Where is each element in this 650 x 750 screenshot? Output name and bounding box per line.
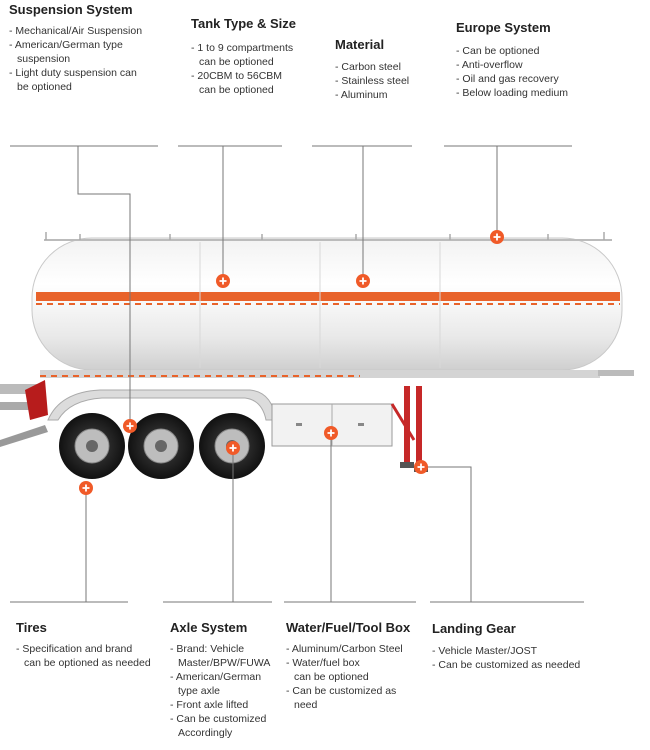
callout-markers <box>79 230 504 495</box>
marker-axle-icon <box>226 441 240 455</box>
callout-line: need <box>294 699 318 711</box>
landing-gear <box>390 386 428 472</box>
callout-line: can be optioned <box>294 671 369 683</box>
callout-line: - Below loading medium <box>456 87 569 99</box>
callout-title: Material <box>335 37 385 52</box>
leader-landing <box>421 466 472 602</box>
callout-line: - American/German type <box>9 39 123 51</box>
wheel-1 <box>59 413 125 479</box>
callout-line: Accordingly <box>178 727 233 739</box>
callout-title: Europe System <box>456 20 551 35</box>
callout-line: - 20CBM to 56CBM <box>191 70 283 82</box>
callout-tires: Tires - Specification and brand can be o… <box>16 620 151 670</box>
callout-line: - Vehicle Master/JOST <box>432 645 538 657</box>
callout-title: Water/Fuel/Tool Box <box>286 620 411 635</box>
marker-material-icon <box>356 274 370 288</box>
callout-toolbox: Water/Fuel/Tool Box - Aluminum/Carbon St… <box>286 620 410 712</box>
callout-tank: Tank Type & Size - 1 to 9 compartments c… <box>191 16 296 97</box>
callout-axle: Axle System - Brand: Vehicle Master/BPW/… <box>170 620 270 740</box>
callout-title: Tank Type & Size <box>191 16 296 31</box>
marker-landing-icon <box>414 460 428 474</box>
callout-line: - Oil and gas recovery <box>456 73 559 85</box>
callout-line: can be optioned <box>199 56 274 68</box>
callout-line: - Brand: Vehicle <box>170 643 245 655</box>
trailer-hitch <box>0 380 48 447</box>
callout-line: - Can be customized <box>170 713 267 725</box>
callout-line: - Can be optioned <box>456 45 540 57</box>
callout-line: - Can be customized as <box>286 685 397 697</box>
callout-line: - Aluminum/Carbon Steel <box>286 643 403 655</box>
callout-europe: Europe System - Can be optioned - Anti-o… <box>456 20 568 100</box>
callout-landing: Landing Gear - Vehicle Master/JOST - Can… <box>432 621 580 672</box>
callout-line: - American/German <box>170 671 262 683</box>
callout-line: - 1 to 9 compartments <box>191 42 294 54</box>
marker-tires-icon <box>79 481 93 495</box>
marker-europe-icon <box>490 230 504 244</box>
callout-title: Tires <box>16 620 47 635</box>
callout-line: type axle <box>178 685 221 697</box>
callout-line: - Front axle lifted <box>170 699 249 711</box>
chassis <box>40 370 634 421</box>
callout-line: - Mechanical/Air Suspension <box>9 25 143 37</box>
leader-lines <box>77 146 498 602</box>
callout-line: be optioned <box>17 81 72 93</box>
callout-line: can be optioned as needed <box>24 657 151 669</box>
wheels <box>59 413 265 479</box>
callout-material: Material - Carbon steel - Stainless stee… <box>335 37 409 102</box>
callout-title: Axle System <box>170 620 248 635</box>
callout-line: Master/BPW/FUWA <box>178 657 271 669</box>
callout-line: - Water/fuel box <box>286 657 360 669</box>
callout-title: Landing Gear <box>432 621 516 636</box>
callout-line: - Aluminum <box>335 89 388 101</box>
callout-title: Suspension System <box>9 2 133 17</box>
marker-tank-icon <box>216 274 230 288</box>
callout-line: suspension <box>17 53 71 65</box>
callout-line: - Can be customized as needed <box>432 659 581 671</box>
callout-line: - Specification and brand <box>16 643 133 655</box>
callout-line: - Stainless steel <box>335 75 410 87</box>
marker-suspension-icon <box>123 419 137 433</box>
callout-line: - Carbon steel <box>335 61 401 73</box>
callout-line: can be optioned <box>199 84 274 96</box>
callout-line: - Anti-overflow <box>456 59 523 71</box>
callout-suspension: Suspension System - Mechanical/Air Suspe… <box>9 2 142 94</box>
callout-line: - Light duty suspension can <box>9 67 137 79</box>
tank-body <box>31 232 623 371</box>
wheel-2 <box>128 413 194 479</box>
leader-suspension <box>77 146 131 426</box>
marker-toolbox-icon <box>324 426 338 440</box>
